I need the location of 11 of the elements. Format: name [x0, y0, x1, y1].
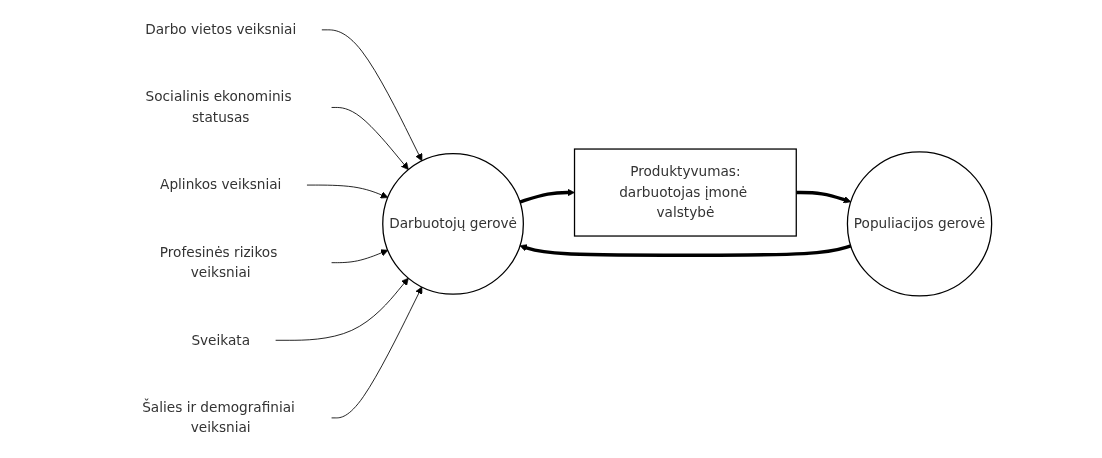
- arrow: [796, 190, 852, 204]
- arrow: [519, 244, 852, 257]
- node-box: Produktyvumas: darbuotojas įmonė valstybė: [574, 148, 798, 237]
- node-circle: Populiacijos gerovė: [847, 151, 993, 297]
- node-circle: Darbuotojų gerovė: [382, 152, 525, 295]
- node-text: Profesinės rizikos veiksniai: [160, 243, 278, 281]
- node-text: Šalies ir demografiniai veiksniai: [142, 399, 296, 436]
- node-text: Socialinis ekonominis statusas: [145, 88, 292, 126]
- node-text: Aplinkos veiksniai: [160, 176, 282, 193]
- node-text: Darbo vietos veiksniai: [145, 21, 297, 38]
- node-text: Sveikata: [191, 331, 251, 348]
